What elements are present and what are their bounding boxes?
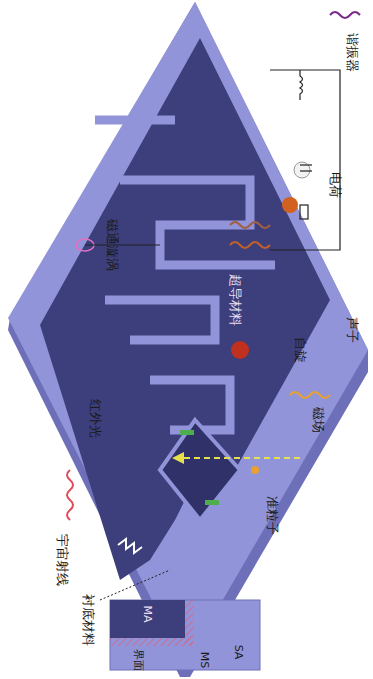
spin-label: 自旋 (293, 337, 307, 363)
quasiparticle-label: 准粒子 (265, 496, 279, 535)
infrared-wave (67, 470, 73, 520)
phonon-wave (290, 392, 330, 398)
material-label: 超导材料 (228, 274, 242, 326)
junction (160, 420, 240, 520)
leader-line (100, 570, 170, 600)
substrate (8, 2, 368, 665)
wave (330, 12, 360, 18)
meander-gap (95, 120, 275, 430)
inset-film (110, 600, 185, 638)
vortex-label: 磁通漩涡 (105, 219, 119, 271)
vortex-line (85, 245, 160, 246)
interface-label: 界面 (132, 649, 144, 671)
inset-label: SA (232, 645, 244, 660)
superconductor-film (40, 38, 330, 580)
junction-barrier (180, 430, 194, 435)
arrow-head (172, 452, 184, 464)
substrate-label: 衬底材料 (81, 594, 95, 646)
cosmic-ray (118, 539, 142, 553)
spin (231, 341, 249, 359)
resonator-label: 谐振器 (345, 33, 359, 72)
wave (230, 242, 270, 248)
field-arrow (182, 457, 300, 459)
interface-hatch (110, 638, 193, 646)
wave (230, 222, 270, 228)
charge (282, 197, 298, 213)
inset-label: MA (141, 605, 153, 622)
quasiparticle (251, 466, 259, 474)
substrate-edge (8, 2, 368, 677)
junction-barrier (205, 500, 219, 505)
inset-frame (110, 600, 260, 670)
field-label: 磁场 (311, 407, 325, 433)
resonator-circuit (270, 70, 340, 250)
inset-label: MS (198, 652, 210, 668)
cosmic-ray-label: 宇宙射线 (55, 534, 69, 586)
charge-label: 电荷 (328, 172, 342, 198)
infrared-label: 红外光 (88, 399, 102, 438)
phonon-label: 声子 (345, 317, 359, 343)
